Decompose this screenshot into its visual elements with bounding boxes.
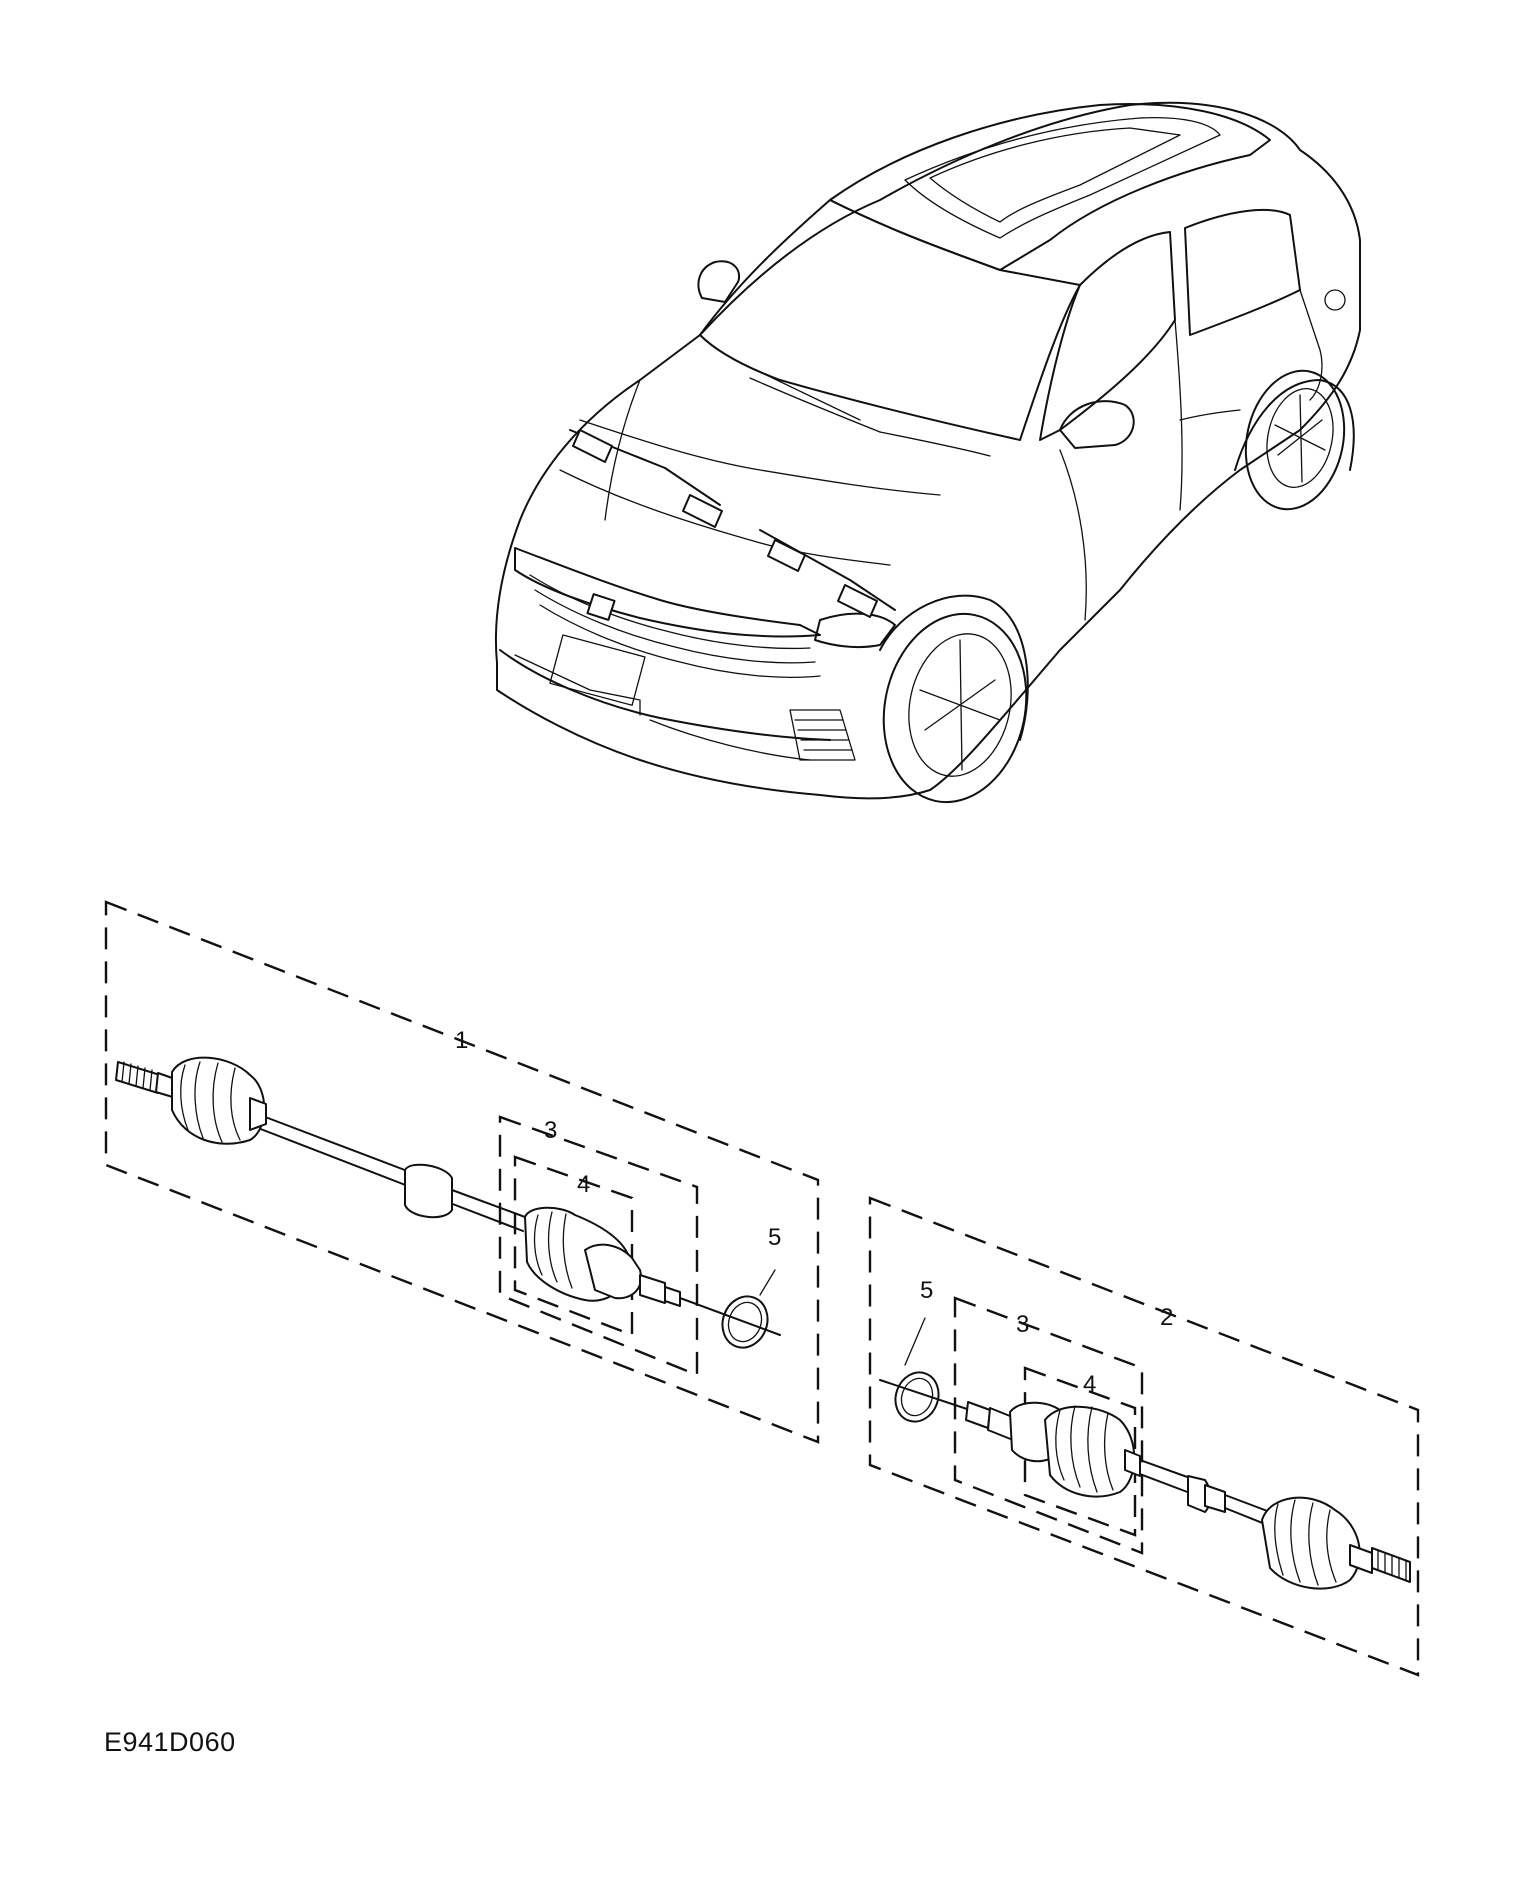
callout-inner-joint-right: 3 — [1016, 1311, 1029, 1338]
inner-joint-3-boundary-right — [953, 1296, 1144, 1555]
vehicle-illustration — [494, 101, 1361, 804]
callout-clip-right: 5 — [920, 1277, 933, 1304]
vehicle-driveshafts — [569, 429, 896, 618]
callout-assembly-left: 1 — [455, 1027, 468, 1054]
assembly-2-boundary — [868, 1196, 1420, 1677]
circlip-5-left — [721, 1295, 769, 1349]
callout-boot-right: 4 — [1083, 1371, 1096, 1398]
inner-joint-3-boundary-left — [498, 1115, 699, 1377]
circlip-5-right — [894, 1371, 940, 1423]
callout-boot-left: 4 — [577, 1171, 590, 1198]
boot-4-boundary-left — [513, 1155, 634, 1337]
figure-code: E941D060 — [104, 1727, 236, 1757]
boot-4-boundary-right — [1023, 1366, 1137, 1537]
assembly-right — [868, 1196, 1420, 1677]
callout-assembly-right: 2 — [1160, 1304, 1173, 1331]
assembly-left — [104, 900, 820, 1444]
callout-clip-left: 5 — [768, 1224, 781, 1251]
assembly-1-boundary — [104, 900, 820, 1444]
callout-inner-joint-left: 3 — [544, 1117, 557, 1144]
